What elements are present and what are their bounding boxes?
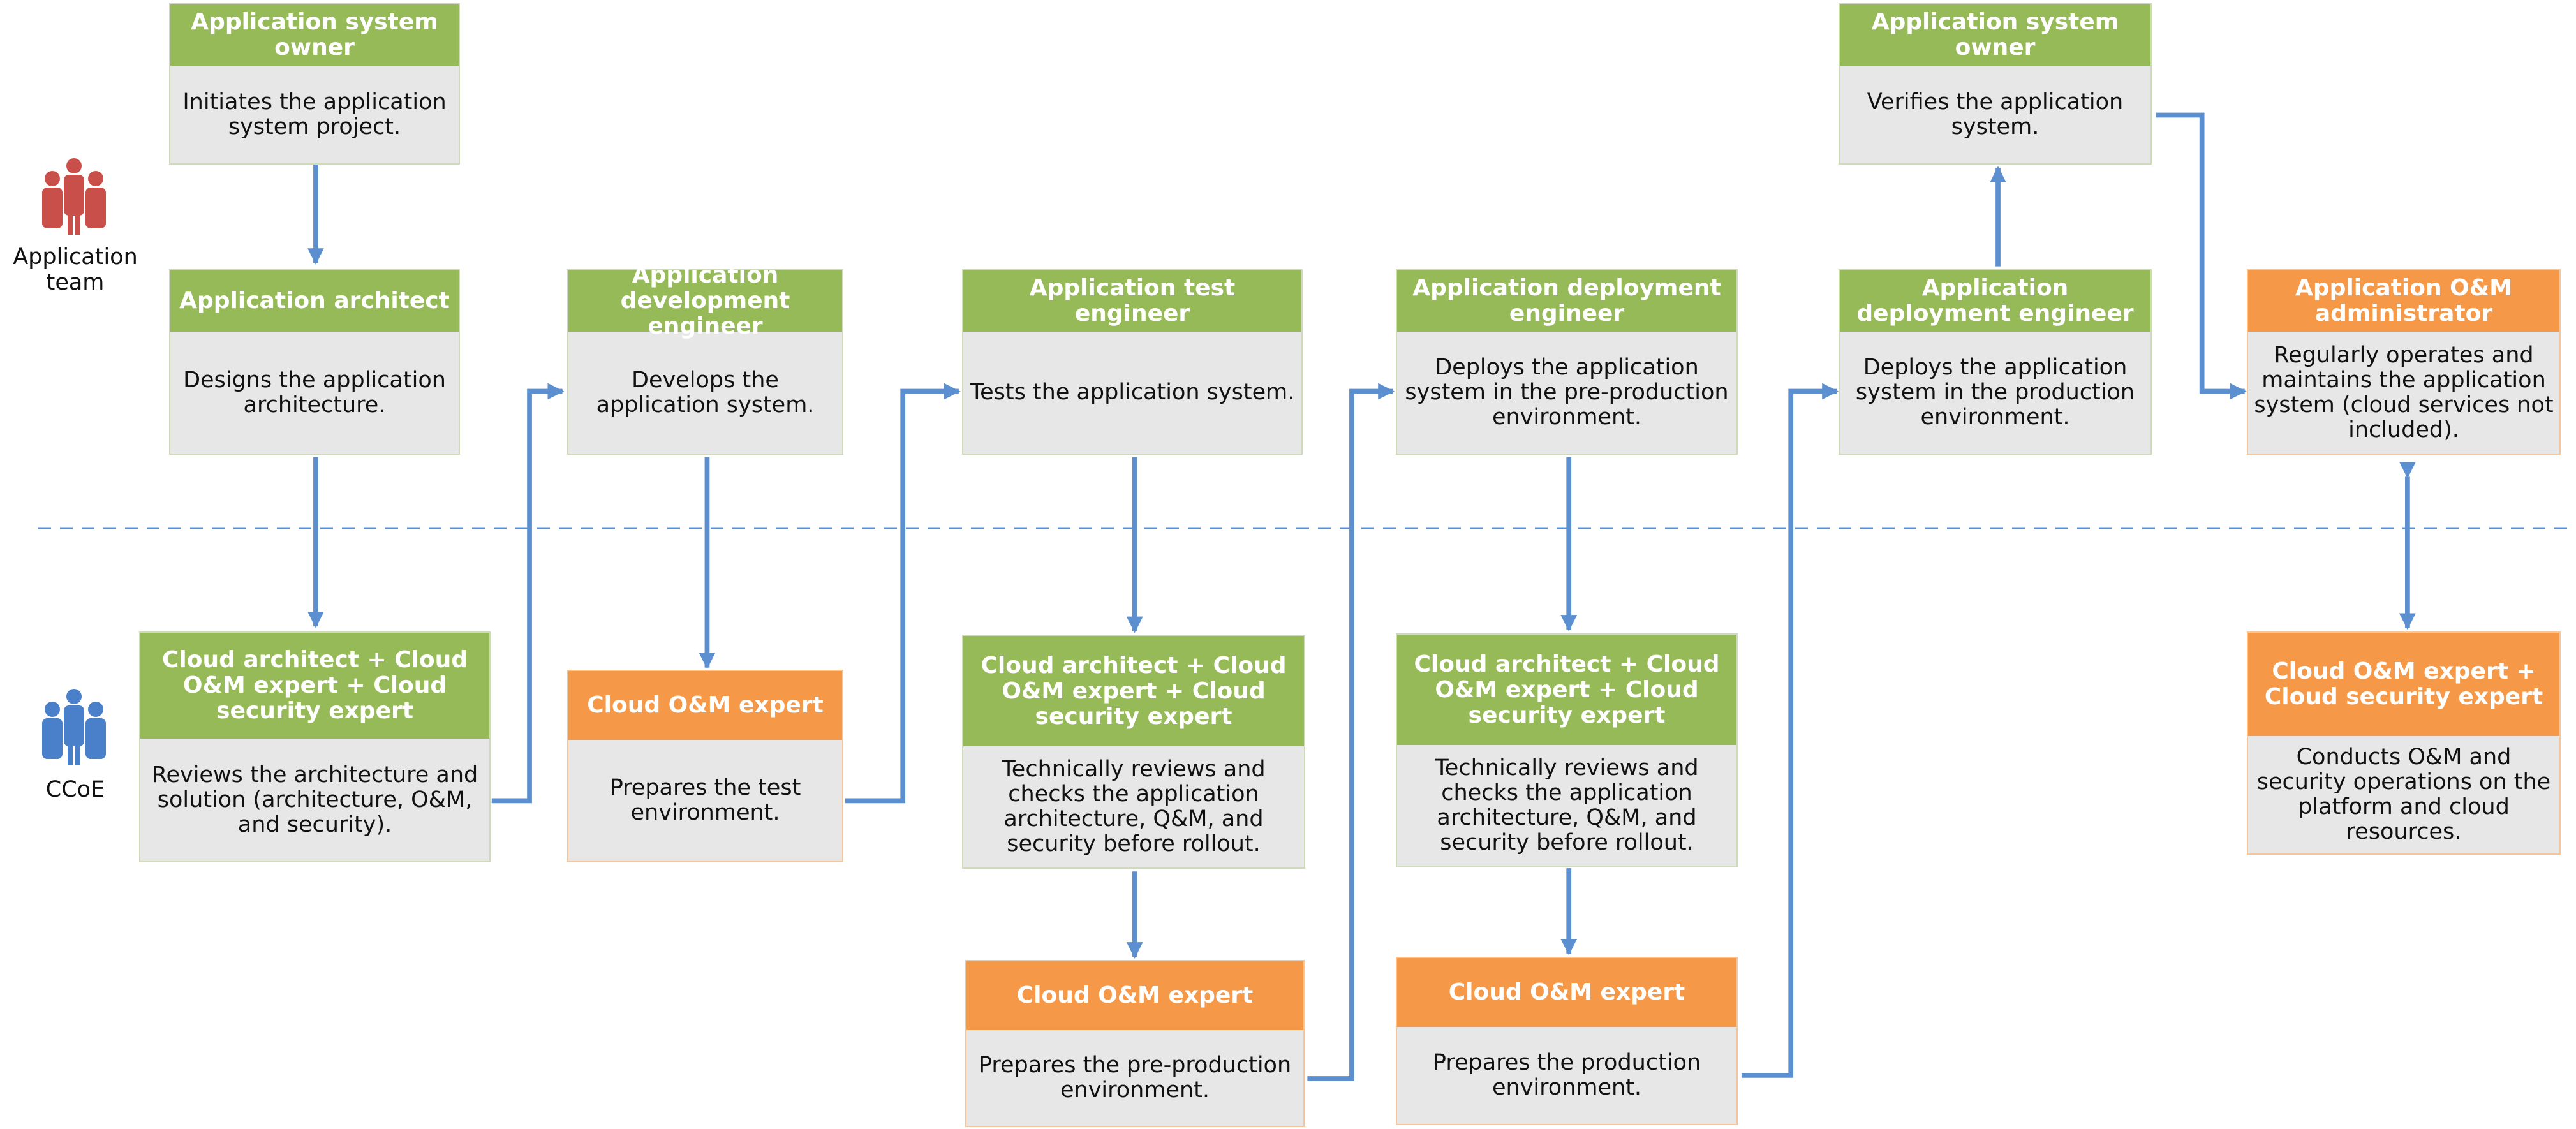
box-role: Application O&M administrator: [2248, 270, 2559, 332]
box-role: Application system owner: [170, 4, 459, 66]
people-group-icon: [42, 158, 106, 235]
arrow-preprodenv-to-deploy: [1307, 383, 1395, 1081]
box-ccoe-preprod-env: Cloud O&M expert Prepares the pre-produc…: [965, 960, 1305, 1127]
box-desc: Conducts O&M and security operations on …: [2256, 744, 2551, 845]
box-desc: Deploys the application system in the pr…: [1855, 355, 2135, 430]
box-desc: Regularly operates and maintains the app…: [2254, 342, 2554, 443]
box-desc: Designs the application architecture.: [183, 367, 446, 418]
arrow-review-to-dev: [491, 383, 565, 804]
box-role: Application development engineer: [568, 263, 842, 339]
box-role: Application architect: [170, 270, 459, 332]
box-desc: Technically reviews and checks the appli…: [1002, 756, 1266, 857]
box-role: Cloud architect + Cloud O&M expert + Clo…: [1397, 635, 1736, 745]
role-label-ccoe: CCoE: [45, 777, 105, 802]
box-role: Cloud O&M expert: [1397, 958, 1736, 1027]
arrow-verify-to-omadmin: [2156, 112, 2247, 400]
box-ccoe-test-env: Cloud O&M expert Prepares the test envir…: [567, 670, 843, 862]
box-desc: Prepares the production environment.: [1432, 1050, 1701, 1100]
box-ccoe-review-prod: Cloud architect + Cloud O&M expert + Clo…: [1396, 633, 1738, 867]
box-desc: Verifies the application system.: [1867, 89, 2124, 140]
box-desc: Technically reviews and checks the appli…: [1435, 755, 1699, 855]
box-role: Cloud O&M expert: [966, 961, 1303, 1030]
box-desc: Reviews the architecture and solution (a…: [151, 762, 478, 838]
box-role: Application deployment engineer: [1840, 270, 2150, 332]
box-owner-initiate: Application system owner Initiates the a…: [169, 3, 460, 165]
box-role: Cloud architect + Cloud O&M expert + Clo…: [963, 636, 1304, 746]
box-owner-verify: Application system owner Verifies the ap…: [1839, 3, 2152, 165]
box-desc: Tests the application system.: [970, 380, 1295, 405]
role-label-application-team: Application team: [13, 244, 138, 295]
box-desc: Deploys the application system in the pr…: [1405, 355, 1729, 430]
box-desc: Develops the application system.: [596, 367, 815, 418]
box-architect: Application architect Designs the applic…: [169, 269, 460, 455]
box-ccoe-review-preprod: Cloud architect + Cloud O&M expert + Clo…: [962, 635, 1305, 869]
box-ccoe-review-arch: Cloud architect + Cloud O&M expert + Clo…: [139, 631, 491, 862]
box-role: Cloud architect + Cloud O&M expert + Clo…: [140, 633, 489, 739]
box-role: Application system owner: [1840, 4, 2150, 66]
box-dev-engineer: Application development engineer Develop…: [567, 263, 843, 455]
box-role: Cloud O&M expert: [568, 671, 842, 740]
box-role: Application deployment engineer: [1397, 270, 1736, 332]
box-desc: Prepares the pre-production environment.: [978, 1052, 1292, 1103]
box-test-engineer: Application test engineer Tests the appl…: [962, 269, 1303, 455]
box-desc: Initiates the application system project…: [182, 89, 447, 140]
arrow-prodenv-to-deployprod: [1741, 383, 1839, 1078]
box-role: Cloud O&M expert + Cloud security expert: [2248, 633, 2559, 736]
box-ccoe-prod-env: Cloud O&M expert Prepares the production…: [1396, 957, 1738, 1125]
box-role: Application test engineer: [963, 270, 1301, 332]
box-desc: Prepares the test environment.: [609, 775, 801, 825]
box-om-admin: Application O&M administrator Regularly …: [2247, 269, 2561, 455]
box-deploy-prod: Application deployment engineer Deploys …: [1839, 269, 2152, 455]
box-deploy-preprod: Application deployment engineer Deploys …: [1396, 269, 1738, 455]
box-ccoe-om-security: Cloud O&M expert + Cloud security expert…: [2247, 631, 2561, 855]
arrow-testenv-to-test: [845, 383, 961, 804]
people-group-icon: [42, 689, 106, 765]
